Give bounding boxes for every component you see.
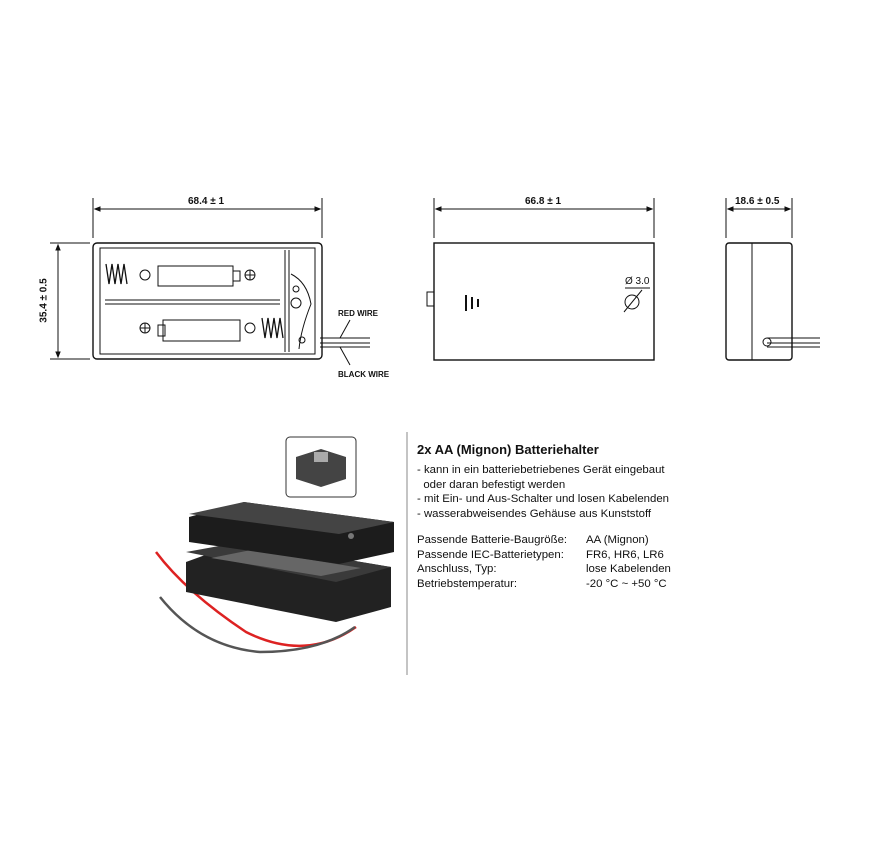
spec-row: Betriebstemperatur: -20 °C ~ +50 °C xyxy=(417,577,671,592)
spec-row: Passende Batterie-Baugröße: AA (Mignon) xyxy=(417,533,671,548)
feature-item: - wasserabweisendes Gehäuse aus Kunststo… xyxy=(417,507,652,520)
end-view-drawing xyxy=(725,198,820,361)
spec-key: Passende IEC-Batterietypen: xyxy=(417,548,564,561)
top-view-drawing xyxy=(50,198,370,366)
spec-value: -20 °C ~ +50 °C xyxy=(586,577,667,590)
feature-item: oder daran befestigt werden xyxy=(417,478,566,491)
spec-row: Anschluss, Typ: lose Kabelenden xyxy=(417,562,671,577)
spec-value: lose Kabelenden xyxy=(586,563,671,576)
spec-table: Passende Batterie-Baugröße: AA (Mignon) P… xyxy=(417,533,671,591)
product-photo xyxy=(155,432,408,675)
spec-value: AA (Mignon) xyxy=(586,534,649,546)
side-width-label: 66.8 ± 1 xyxy=(525,196,562,207)
technical-drawings xyxy=(50,198,820,366)
side-view-drawing xyxy=(426,198,655,361)
hole-diameter-label: Ø 3.0 xyxy=(625,276,650,287)
top-height-label: 35.4 ± 0.5 xyxy=(38,278,50,323)
product-title: 2x AA (Mignon) Batteriehalter xyxy=(417,442,599,457)
spec-key: Anschluss, Typ: xyxy=(417,563,497,576)
spec-row: Passende IEC-Batterietypen: FR6, HR6, LR6 xyxy=(417,548,671,563)
feature-item: - mit Ein- und Aus-Schalter und losen Ka… xyxy=(417,493,670,506)
black-wire-label: BLACK WIRE xyxy=(338,370,390,379)
feature-item: - kann in ein batteriebetriebenes Gerät … xyxy=(417,464,665,476)
spec-key: Passende Batterie-Baugröße: xyxy=(417,534,568,546)
top-width-label: 68.4 ± 1 xyxy=(188,196,225,207)
spec-key: Betriebstemperatur: xyxy=(417,577,518,590)
feature-list: - kann in ein batteriebetriebenes Gerät … xyxy=(417,463,669,521)
spec-value: FR6, HR6, LR6 xyxy=(586,548,664,561)
red-wire-label: RED WIRE xyxy=(338,309,378,318)
end-width-label: 18.6 ± 0.5 xyxy=(735,196,780,207)
